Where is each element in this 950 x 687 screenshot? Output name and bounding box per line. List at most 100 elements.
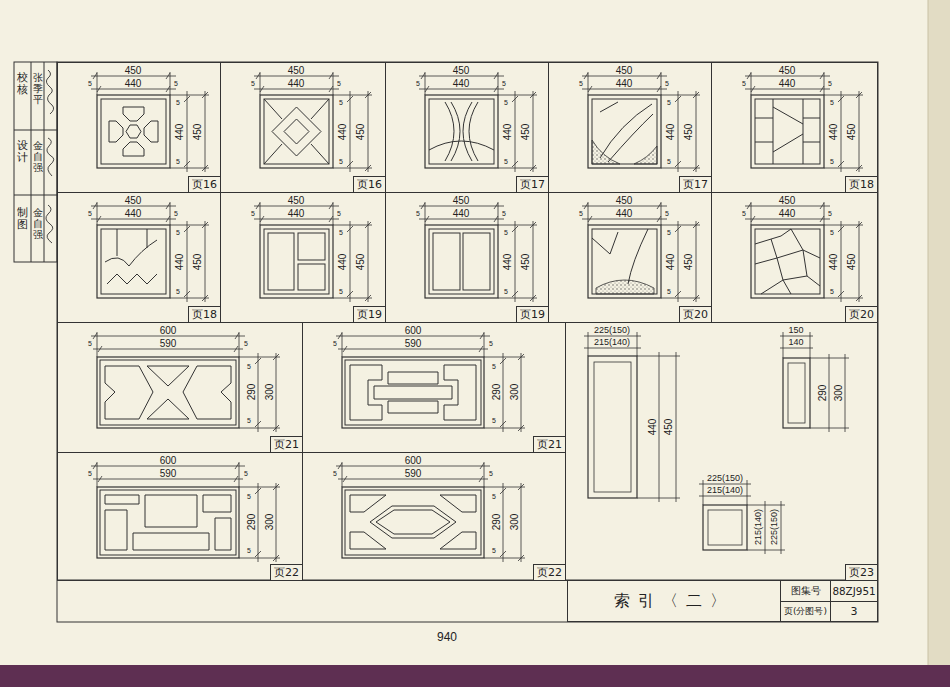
page-ref: 页20 bbox=[845, 306, 877, 322]
dimension-label: 290 bbox=[246, 514, 257, 531]
dimension-label: 5 bbox=[88, 338, 92, 349]
dimension-label: 225(150) bbox=[594, 325, 630, 336]
dimension-label: 290 bbox=[491, 384, 502, 401]
dimension-label: 440 bbox=[647, 419, 658, 436]
dimension-label: 5 bbox=[88, 468, 92, 479]
dimension-label: 450 bbox=[779, 65, 796, 76]
dimension-label: 440 bbox=[125, 78, 142, 89]
dimension-label: 5 bbox=[244, 338, 248, 349]
dimension-label: 300 bbox=[264, 384, 275, 401]
dimension-label: 5 bbox=[502, 78, 506, 89]
page-ref: 页21 bbox=[533, 436, 565, 452]
page-ref: 页16 bbox=[188, 176, 220, 192]
dimension-label: 450 bbox=[453, 65, 470, 76]
dimension-label: 5 bbox=[504, 227, 508, 238]
dimension-label: 5 bbox=[489, 338, 493, 349]
dimension-label: 440 bbox=[174, 254, 185, 271]
page-ref: 页17 bbox=[516, 176, 548, 192]
dimension-label: 600 bbox=[405, 455, 422, 466]
dimension-label: 215(140) bbox=[594, 337, 630, 348]
dimension-label: 5 bbox=[176, 156, 180, 167]
dimension-label: 5 bbox=[665, 208, 669, 219]
dimension-label: 5 bbox=[88, 78, 92, 89]
page-ref: 页21 bbox=[270, 436, 302, 452]
dimension-label: 300 bbox=[509, 384, 520, 401]
dimension-label: 450 bbox=[616, 65, 633, 76]
dimension-label: 300 bbox=[509, 514, 520, 531]
dimension-label: 5 bbox=[247, 491, 251, 502]
dimension-label: 440 bbox=[288, 78, 305, 89]
dimension-label: 440 bbox=[125, 208, 142, 219]
dimension-label: 5 bbox=[492, 545, 496, 556]
dimension-label: 5 bbox=[489, 468, 493, 479]
dimension-label: 440 bbox=[779, 78, 796, 89]
dimension-label: 440 bbox=[828, 124, 839, 141]
dimension-label: 450 bbox=[288, 65, 305, 76]
dimension-label: 450 bbox=[616, 195, 633, 206]
signature-label: 制图 bbox=[17, 207, 28, 231]
dimension-label: 290 bbox=[817, 385, 828, 402]
dimension-label: 5 bbox=[176, 227, 180, 238]
dimension-label: 140 bbox=[788, 337, 803, 348]
dimension-label: 300 bbox=[264, 514, 275, 531]
dimension-label: 440 bbox=[174, 124, 185, 141]
title-text: 图集号 bbox=[791, 584, 821, 598]
title-block-cell: 图集号 bbox=[780, 580, 831, 602]
dimension-label: 450 bbox=[846, 124, 857, 141]
page-ref: 页18 bbox=[188, 306, 220, 322]
dimension-label: 5 bbox=[88, 208, 92, 219]
page-ref: 页22 bbox=[270, 564, 302, 580]
dimension-label: 5 bbox=[416, 78, 420, 89]
dimension-label: 440 bbox=[616, 78, 633, 89]
dimension-label: 5 bbox=[667, 227, 671, 238]
dimension-label: 440 bbox=[453, 208, 470, 219]
dimension-label: 5 bbox=[174, 208, 178, 219]
dimension-label: 5 bbox=[333, 338, 337, 349]
dimension-label: 290 bbox=[246, 384, 257, 401]
dimension-label: 5 bbox=[176, 286, 180, 297]
dimension-label: 440 bbox=[665, 254, 676, 271]
dimension-label: 450 bbox=[453, 195, 470, 206]
dimension-label: 5 bbox=[667, 97, 671, 108]
dimension-label: 440 bbox=[616, 208, 633, 219]
dimension-label: 5 bbox=[339, 97, 343, 108]
dimension-label: 5 bbox=[492, 361, 496, 372]
dimension-label: 5 bbox=[742, 78, 746, 89]
title-block-cell: 页(分图号) bbox=[780, 601, 831, 622]
dimension-label: 450 bbox=[520, 254, 531, 271]
dimension-label: 5 bbox=[828, 78, 832, 89]
title-block-cell: 索引〈二〉 bbox=[567, 580, 781, 622]
dimension-label: 440 bbox=[453, 78, 470, 89]
signature-label: 金自强 bbox=[33, 140, 43, 173]
page-ref: 页22 bbox=[533, 564, 565, 580]
dimension-label: 450 bbox=[125, 65, 142, 76]
dimension-label: 450 bbox=[846, 254, 857, 271]
dimension-label: 290 bbox=[491, 514, 502, 531]
dimension-label: 5 bbox=[333, 468, 337, 479]
dimension-label: 5 bbox=[339, 156, 343, 167]
dimension-label: 5 bbox=[416, 208, 420, 219]
dimension-label: 450 bbox=[355, 124, 366, 141]
dimension-label: 5 bbox=[247, 415, 251, 426]
dimension-label: 600 bbox=[160, 455, 177, 466]
title-block-cell: 88ZJ951 bbox=[830, 580, 878, 602]
dimension-label: 5 bbox=[830, 156, 834, 167]
dimension-label: 5 bbox=[244, 468, 248, 479]
dimension-label: 440 bbox=[779, 208, 796, 219]
dimension-label: 590 bbox=[405, 338, 422, 349]
dimension-label: 5 bbox=[247, 361, 251, 372]
dimension-label: 450 bbox=[683, 124, 694, 141]
dimension-label: 5 bbox=[830, 97, 834, 108]
dimension-label: 5 bbox=[830, 227, 834, 238]
dimension-label: 5 bbox=[492, 491, 496, 502]
page-ref: 页23 bbox=[845, 564, 877, 580]
signature-label: 金自强 bbox=[33, 207, 43, 240]
dimension-label: 450 bbox=[192, 124, 203, 141]
dimension-label: 5 bbox=[742, 208, 746, 219]
dimension-label: 450 bbox=[683, 254, 694, 271]
dimension-label: 5 bbox=[251, 208, 255, 219]
dimension-label: 5 bbox=[504, 156, 508, 167]
dimension-label: 5 bbox=[830, 286, 834, 297]
dimension-label: 440 bbox=[502, 124, 513, 141]
